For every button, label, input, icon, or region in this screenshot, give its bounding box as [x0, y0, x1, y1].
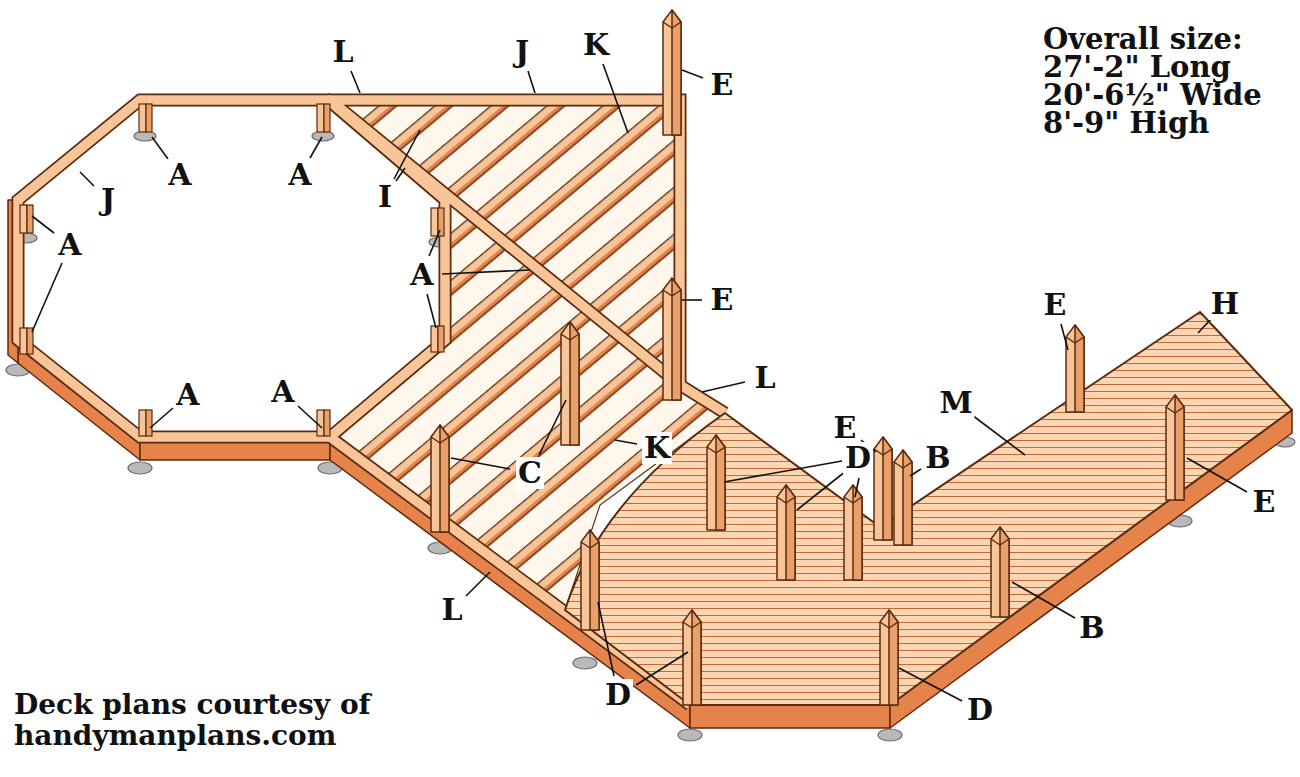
callout-letter: A: [166, 159, 193, 191]
credit-text: handymanplans.com: [14, 721, 336, 752]
callout-letter: A: [408, 259, 435, 291]
callout-letter: H: [1209, 288, 1241, 320]
callout-letter: J: [99, 184, 117, 216]
callout-letter: B: [1077, 612, 1106, 644]
callout-letter: J: [513, 36, 531, 68]
callout-letter: A: [269, 376, 296, 408]
callout-letter: E: [709, 284, 736, 316]
callout-letter: B: [923, 442, 952, 474]
callout-letter: E: [832, 412, 859, 444]
callout-letter: A: [174, 379, 201, 411]
size-note: 8'-9" High: [1043, 108, 1209, 140]
callout-letter: D: [843, 442, 873, 474]
callout-letter: L: [439, 594, 464, 626]
callout-letter: L: [330, 36, 355, 68]
callout-letter: D: [603, 679, 633, 711]
callout-letter: K: [642, 432, 672, 464]
leader-lines: [32, 64, 1247, 701]
callout-letter: E: [709, 69, 736, 101]
callout-letter: M: [937, 387, 974, 419]
credit-text: Deck plans courtesy of: [14, 690, 371, 721]
callout-letter: L: [752, 362, 777, 394]
callout-letter: E: [1251, 486, 1278, 518]
callout-letter: E: [1042, 289, 1069, 321]
callout-letter: D: [965, 694, 995, 726]
short-posts: [20, 104, 444, 436]
callout-letter: C: [516, 457, 544, 489]
callout-letter: K: [581, 29, 611, 61]
callout-letter: I: [376, 181, 394, 213]
callout-letter: A: [56, 229, 83, 261]
callout-letter: A: [286, 159, 313, 191]
